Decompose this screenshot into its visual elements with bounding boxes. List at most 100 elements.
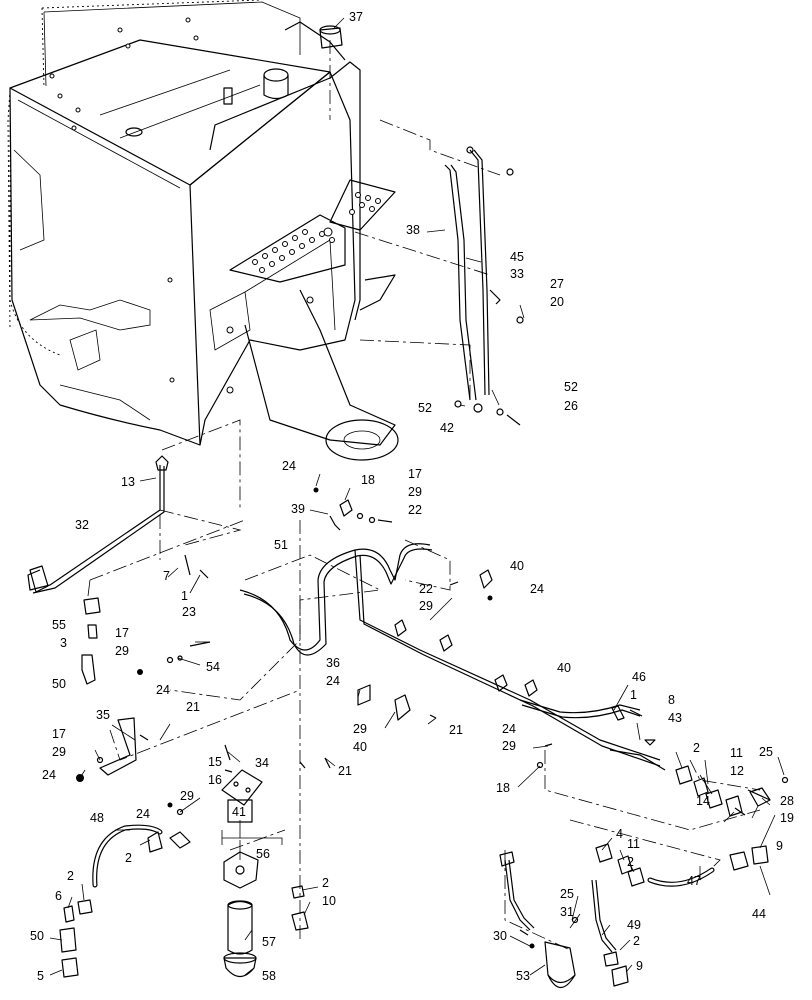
callout-6: 6 [55,889,62,903]
callout-8: 8 [668,693,675,707]
hose-51 [239,543,666,771]
callout-21a: 21 [186,700,200,714]
callout-22b: 22 [419,582,433,596]
callout-25b: 25 [560,887,574,901]
callout-labels: 37 38 45 33 27 20 52 52 26 42 13 24 18 1… [30,10,794,983]
callout-25a: 25 [759,745,773,759]
callout-57: 57 [262,935,276,949]
callout-20: 20 [550,295,564,309]
callout-44: 44 [752,907,766,921]
callout-33: 33 [510,267,524,281]
callout-7: 7 [163,569,170,583]
callout-22a: 22 [408,503,422,517]
callout-28: 28 [780,794,794,808]
callout-11b: 11 [627,837,640,851]
callout-50b: 50 [30,929,44,943]
callout-58: 58 [262,969,276,983]
callout-15: 15 [208,755,222,769]
callout-29d: 29 [353,722,367,736]
callout-2e: 2 [322,876,329,890]
callout-24b: 24 [530,582,544,596]
callout-24a: 24 [282,459,296,473]
callout-32: 32 [75,518,89,532]
callout-19: 19 [780,811,794,825]
callout-40b: 40 [557,661,571,675]
callout-46: 46 [632,670,646,684]
callout-11a: 11 [730,746,743,760]
callout-50a: 50 [52,677,66,691]
callout-29c: 29 [115,644,129,658]
callout-42: 42 [440,421,454,435]
callout-52a: 52 [564,380,578,394]
callout-36: 36 [326,656,340,670]
callout-21b: 21 [449,723,463,737]
callout-49: 49 [627,918,641,932]
callout-9a: 9 [776,839,783,853]
callout-41-frame [227,799,253,823]
callout-29f: 29 [52,745,66,759]
callout-24f: 24 [42,768,56,782]
callout-17c: 17 [52,727,66,741]
callout-2a: 2 [693,741,700,755]
callout-29g: 29 [180,789,194,803]
callout-2c: 2 [627,855,634,869]
callout-26: 26 [564,399,578,413]
callout-1a: 1 [181,589,188,603]
wiper-assembly [444,146,524,426]
callout-24c: 24 [156,683,170,697]
callout-18a: 18 [361,473,375,487]
callout-24e: 24 [502,722,516,736]
callout-1b: 1 [630,688,637,702]
callout-55: 55 [52,618,66,632]
callout-21c: 21 [338,764,352,778]
callout-16: 16 [208,773,222,787]
callout-53: 53 [516,969,530,983]
callout-24g: 24 [136,807,150,821]
callout-40c: 40 [353,740,367,754]
callout-2b: 2 [125,851,132,865]
callout-35: 35 [96,708,110,722]
callout-9b: 9 [636,959,643,973]
callout-48: 48 [90,811,104,825]
callout-54: 54 [206,660,220,674]
callout-24d: 24 [326,674,340,688]
callout-14: 14 [696,794,710,808]
callout-17b: 17 [115,626,129,640]
callout-17a: 17 [408,467,422,481]
chassis-assembly [7,0,399,461]
callout-4: 4 [616,827,623,841]
callout-51: 51 [274,538,288,552]
callout-29a: 29 [408,485,422,499]
assembly-centerlines [89,40,761,951]
callout-52b: 52 [418,401,432,415]
callout-13: 13 [121,475,135,489]
callout-5: 5 [37,969,44,983]
callout-40a: 40 [510,559,524,573]
callout-2d: 2 [67,869,74,883]
callout-43: 43 [668,711,682,725]
callout-47: 47 [687,874,701,888]
callout-3: 3 [60,636,67,650]
callout-39: 39 [291,502,305,516]
callout-29b: 29 [419,599,433,613]
callout-18b: 18 [496,781,510,795]
callout-10: 10 [322,894,336,908]
clamps [339,499,538,721]
tube-32 [27,455,169,594]
callout-56: 56 [256,847,270,861]
callout-2f: 2 [633,934,640,948]
callout-27: 27 [550,277,564,291]
callout-31: 31 [560,905,574,919]
callout-45: 45 [510,250,524,264]
callout-41: 41 [232,805,246,819]
leader-lines [49,17,785,976]
callout-12: 12 [730,764,744,778]
callout-29e: 29 [502,739,516,753]
callout-23: 23 [182,605,196,619]
callout-37: 37 [349,10,363,24]
components [59,25,771,989]
callout-38: 38 [406,223,420,237]
callout-30: 30 [493,929,507,943]
callout-34: 34 [255,756,269,770]
